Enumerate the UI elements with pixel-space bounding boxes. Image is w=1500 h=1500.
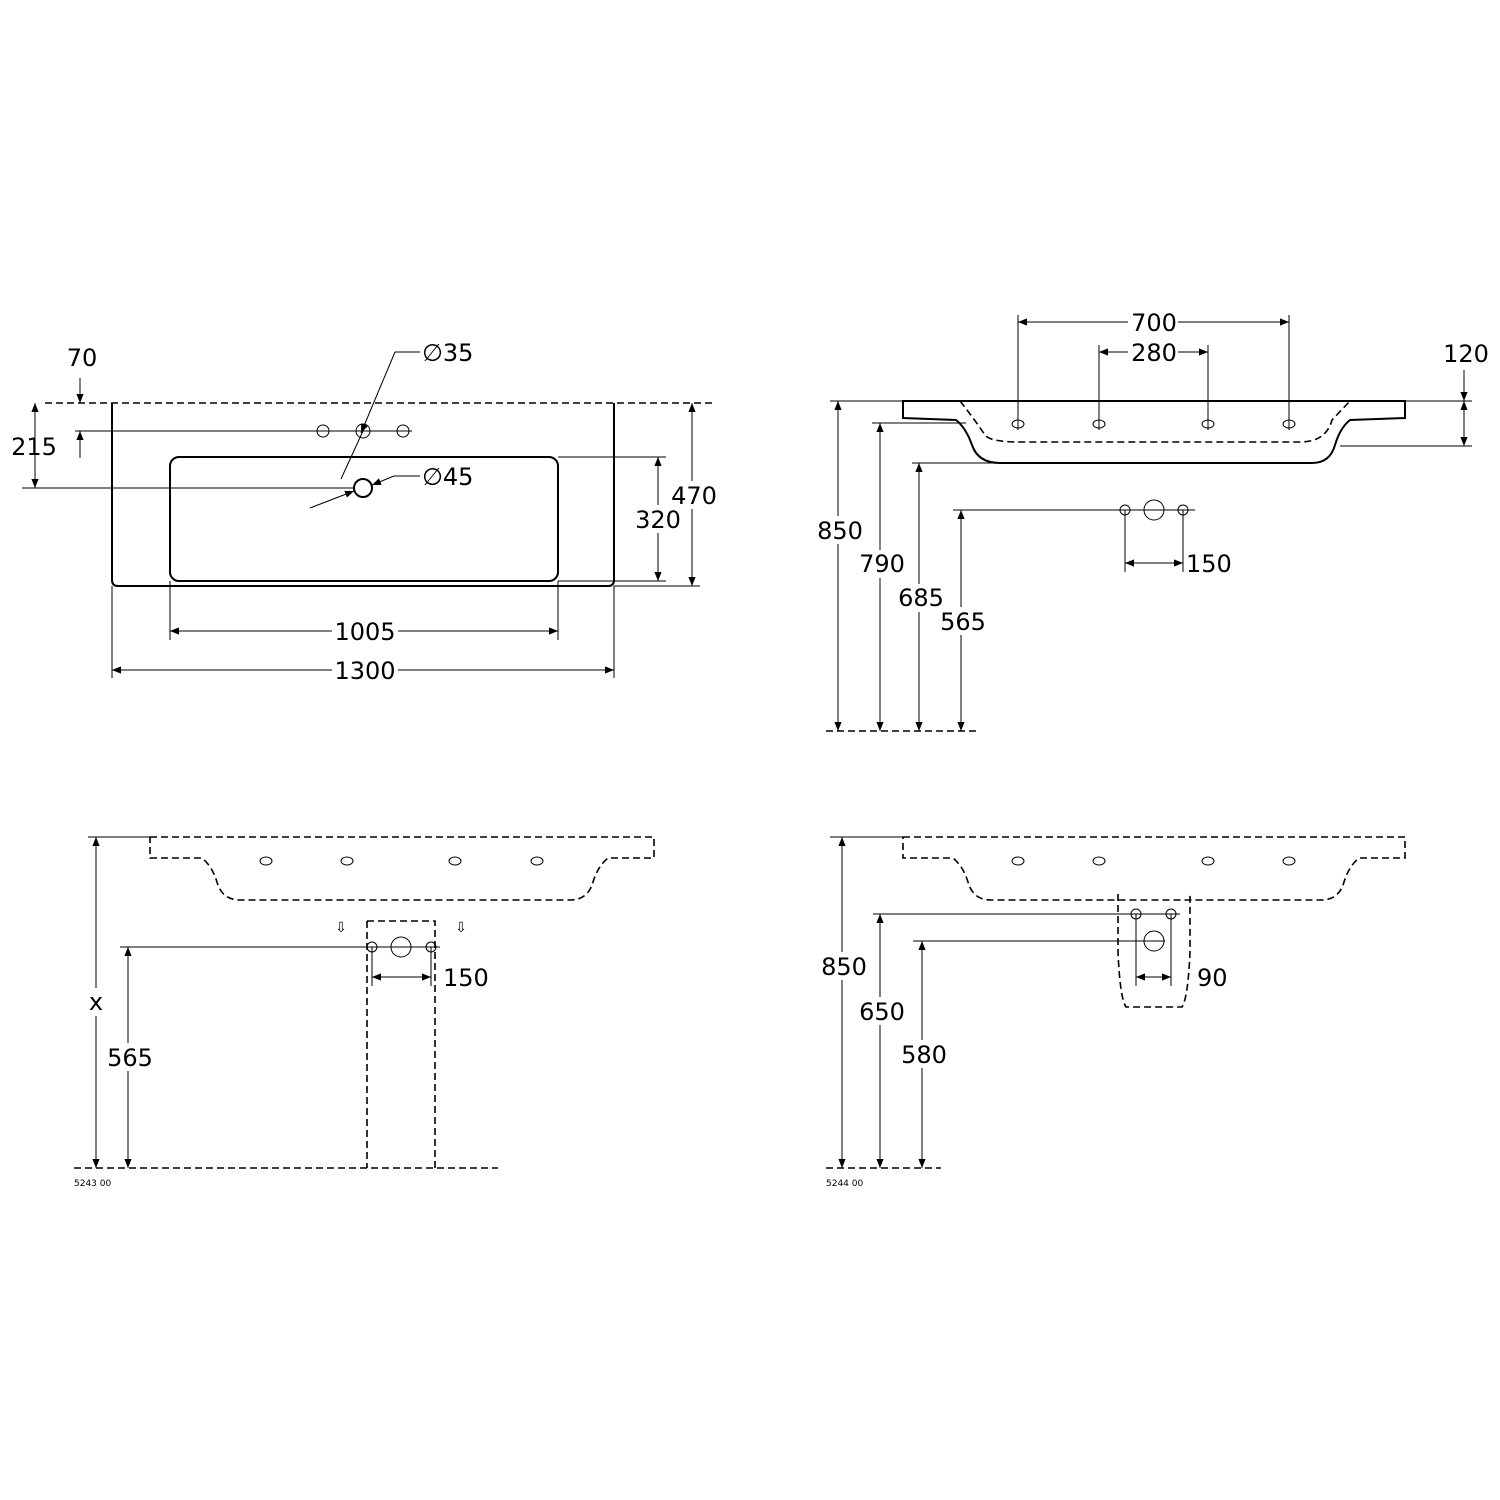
dim-650: 650 [859,998,905,1026]
dim-tap-diameter: ∅35 [422,339,473,367]
dim-790: 790 [859,550,905,578]
dim-685: 685 [898,584,944,612]
dim-1005: 1005 [334,618,395,646]
semi-pedestal-view: 90 5244 00 850 650 580 [819,836,1406,1189]
bowl-hidden-line [959,400,1351,443]
semi-pedestal-outline [1117,894,1191,1008]
dim-215: 215 [11,433,57,461]
basin-front-outline [902,400,1406,464]
arrow-down-icon: ⇩ [335,920,347,936]
dim-120: 120 [1443,340,1489,368]
basin-hidden-outline [902,836,1406,901]
pedestal-view: ⇩ ⇩ 150 5243 00 x 565 [74,836,655,1189]
dim-90: 90 [1197,964,1228,992]
waste-connection [1143,499,1165,521]
product-code: 5244 00 [826,1179,863,1189]
front-view: 700 280 120 850 790 685 565 [815,309,1489,732]
dim-pedestal-565: 565 [107,1044,153,1072]
dim-waste-diameter: ∅45 [422,463,473,491]
dim-pedestal-150: 150 [443,964,489,992]
dim-front-565: 565 [940,608,986,636]
fixing-holes [1011,419,1296,429]
pedestal-fixing-holes [259,856,544,866]
dim-280: 280 [1131,339,1177,367]
dim-70: 70 [67,344,98,372]
dim-front-150: 150 [1186,550,1232,578]
basin-outline [111,403,615,587]
dim-470: 470 [671,482,717,510]
dim-700: 700 [1131,309,1177,337]
bowl-outline [169,456,559,582]
dim-front-850: 850 [817,517,863,545]
dim-x: x [89,988,103,1016]
product-code: 5243 00 [74,1179,111,1189]
basin-hidden-outline [149,836,655,901]
top-view: 70 215 ∅35 ∅45 320 470 1005 [11,339,717,685]
dim-580: 580 [901,1041,947,1069]
semi-fixing-holes [1011,856,1296,866]
arrow-down-icon: ⇩ [455,920,467,936]
dim-1300: 1300 [334,657,395,685]
waste-outlet [353,478,373,498]
dim-semi-850: 850 [821,953,867,981]
pedestal-outline [366,920,436,1168]
dim-320: 320 [635,506,681,534]
